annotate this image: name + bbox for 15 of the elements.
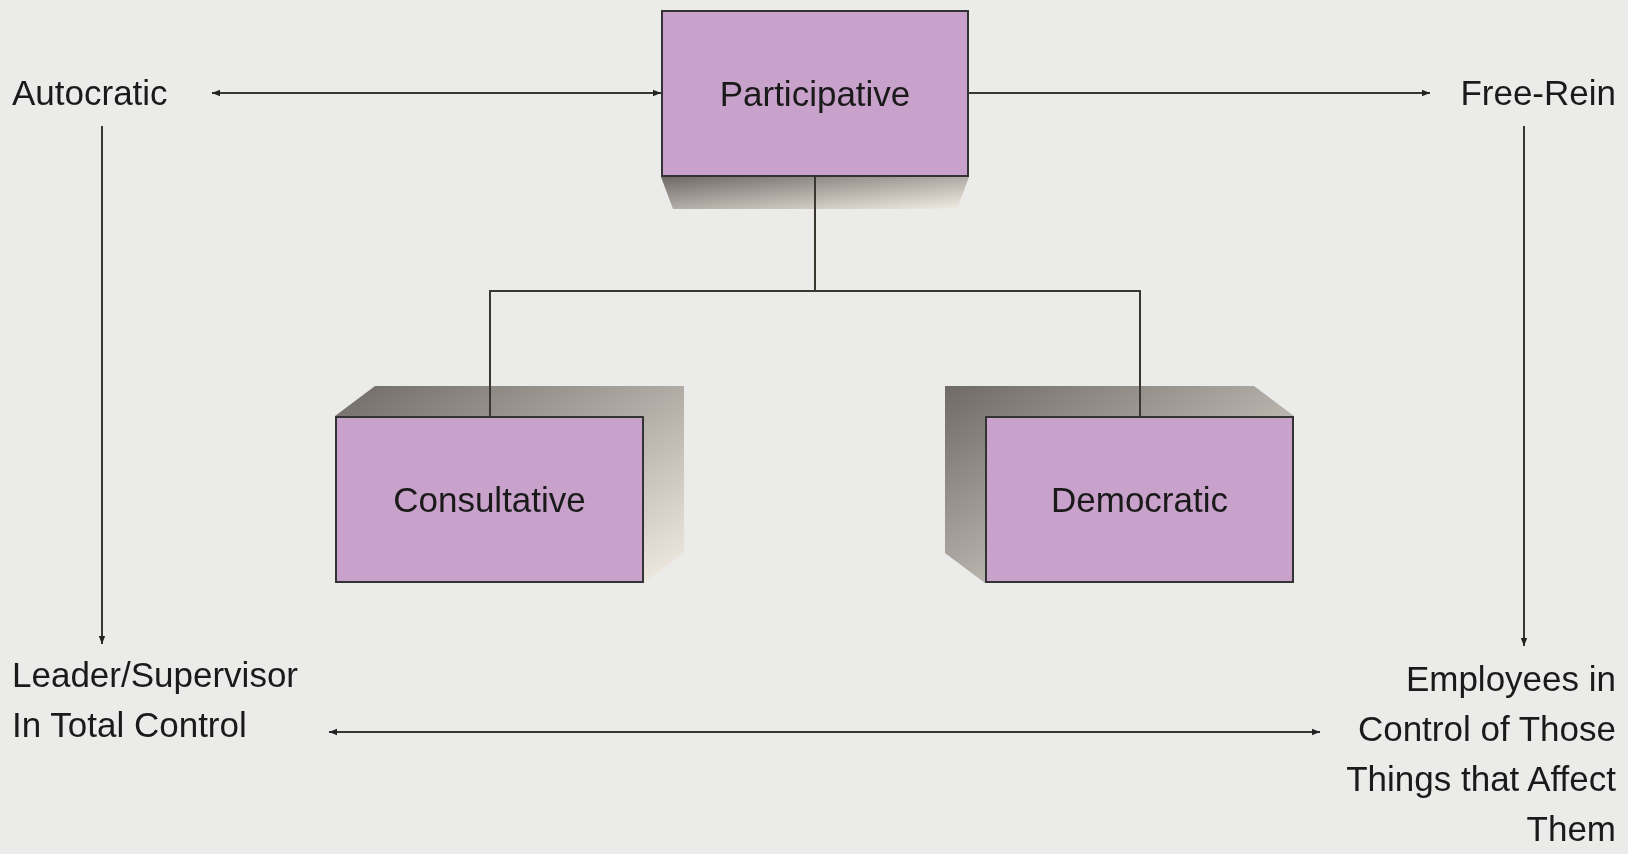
arrow <box>968 89 1431 97</box>
arrow <box>328 728 1321 736</box>
style-box <box>661 10 969 177</box>
box-label: Consultative <box>393 478 586 521</box>
style-box <box>335 416 644 583</box>
style-label: Leader/Supervisor In Total Control <box>12 654 299 746</box>
arrow <box>211 89 662 97</box>
style-label: Free-Rein <box>1460 72 1616 114</box>
style-label: Autocratic <box>12 72 168 114</box>
arrow <box>98 125 106 645</box>
box-label: Participative <box>719 72 911 115</box>
style-box <box>985 416 1294 583</box>
box-label: Democratic <box>1051 478 1228 521</box>
style-label: Employees in Control of Those Things that Affect Them <box>1345 658 1616 850</box>
arrow <box>1520 125 1528 647</box>
